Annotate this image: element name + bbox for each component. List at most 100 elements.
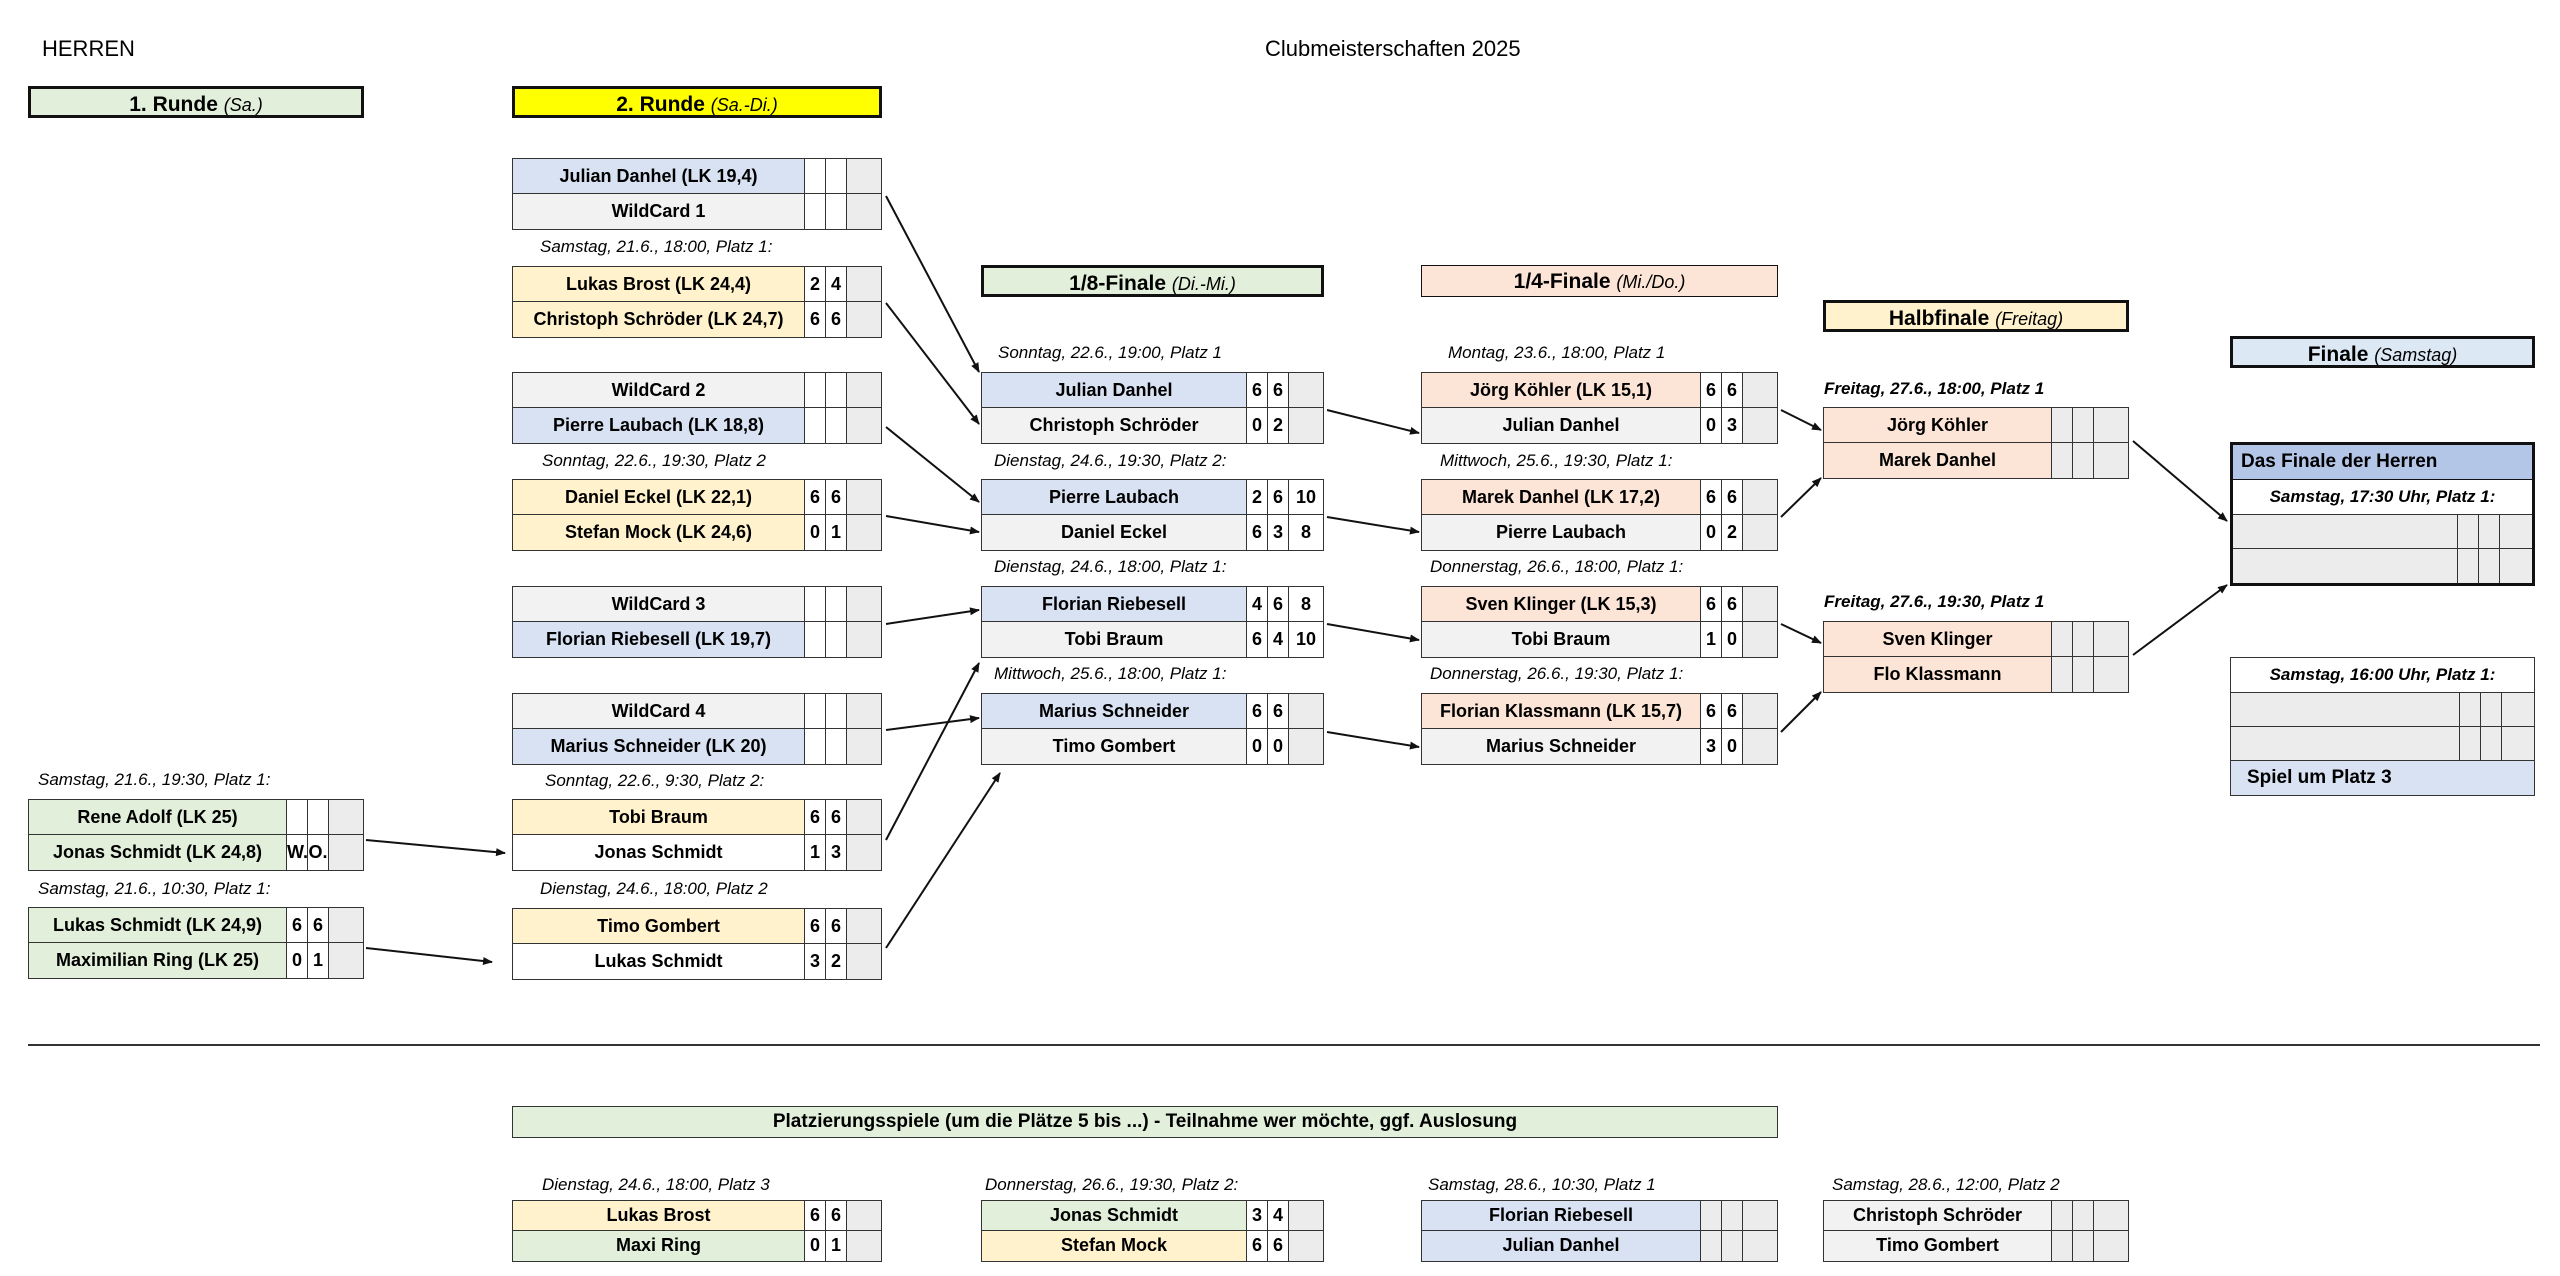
score: [2094, 622, 2128, 656]
score: 6: [826, 909, 847, 943]
arrow: [885, 302, 980, 425]
score: 0: [1722, 622, 1743, 657]
score: 0: [1701, 515, 1722, 550]
third-place-box[interactable]: Samstag, 16:00 Uhr, Platz 1: Spiel um Pl…: [2230, 657, 2535, 796]
match-r2-6[interactable]: WildCard 4 Marius Schneider (LK 20): [512, 693, 882, 765]
score: 6: [826, 1201, 847, 1230]
arrow: [2132, 440, 2228, 522]
score: 6: [805, 909, 826, 943]
placement-banner: Platzierungsspiele (um die Plätze 5 bis …: [512, 1106, 1778, 1138]
score: 6: [1722, 587, 1743, 621]
match-caption: Sonntag, 22.6., 19:00, Platz 1: [998, 343, 1222, 362]
score: 6: [826, 480, 847, 514]
score: 6: [1722, 694, 1743, 728]
match-r2-5[interactable]: WildCard 3 Florian Riebesell (LK 19,7): [512, 586, 882, 658]
score: [2052, 622, 2073, 656]
score: [2481, 693, 2502, 726]
score: [1289, 729, 1323, 764]
match-r2-1[interactable]: Julian Danhel (LK 19,4) WildCard 1: [512, 158, 882, 230]
player-name: Christoph Schröder: [1824, 1201, 2052, 1230]
arrow: [365, 947, 493, 965]
score: 10: [1289, 480, 1323, 514]
score: 6: [1268, 1231, 1289, 1261]
score: 1: [805, 835, 826, 870]
player-name: WildCard 3: [513, 587, 805, 621]
match-caption: Donnerstag, 26.6., 19:30, Platz 1:: [1430, 664, 1684, 683]
score: 6: [1268, 694, 1289, 728]
round-name: Finale: [2307, 343, 2369, 366]
round-header-r16: 1/8-Finale (Di.-Mi.): [981, 265, 1324, 297]
score: [805, 194, 826, 229]
match-r1-1[interactable]: Rene Adolf (LK 25) Jonas Schmidt (LK 24,…: [28, 799, 364, 871]
arrow: [1326, 731, 1420, 750]
round-days: (Di.-Mi.): [1171, 274, 1236, 294]
placement-match-4[interactable]: Christoph Schröder Timo Gombert: [1823, 1200, 2129, 1262]
score: [826, 587, 847, 621]
score: [2094, 408, 2128, 442]
score: [805, 729, 826, 764]
score: [826, 622, 847, 657]
score: 4: [1247, 587, 1268, 621]
arrow: [885, 195, 980, 373]
score: 6: [308, 908, 329, 942]
match-semi-2[interactable]: Sven Klinger Flo Klassmann: [1823, 621, 2129, 693]
player-name: Jonas Schmidt: [513, 835, 805, 870]
match-caption: Dienstag, 24.6., 18:00, Platz 1:: [994, 557, 1227, 576]
arrow: [1326, 516, 1420, 535]
score: 4: [826, 267, 847, 301]
score: [2052, 1201, 2073, 1230]
player-name: Christoph Schröder (LK 24,7): [513, 302, 805, 337]
score: [1743, 408, 1777, 443]
match-semi-1[interactable]: Jörg Köhler Marek Danhel: [1823, 407, 2129, 479]
match-caption: Sonntag, 22.6., 9:30, Platz 2:: [545, 771, 765, 790]
score: 3: [1722, 408, 1743, 443]
round-name: Halbfinale: [1888, 307, 1990, 330]
score: [2073, 622, 2094, 656]
placement-match-3[interactable]: Florian Riebesell Julian Danhel: [1421, 1200, 1778, 1262]
third-caption: Samstag, 16:00 Uhr, Platz 1:: [2231, 658, 2534, 693]
player-name: Flo Klassmann: [1824, 657, 2052, 692]
match-r2-3[interactable]: WildCard 2 Pierre Laubach (LK 18,8): [512, 372, 882, 444]
score: 3: [805, 944, 826, 979]
score: [847, 944, 881, 979]
page-title: Clubmeisterschaften 2025: [1265, 36, 1521, 61]
final-box[interactable]: Das Finale der Herren Samstag, 17:30 Uhr…: [2230, 442, 2535, 586]
score: 0: [287, 943, 308, 978]
match-caption: Mittwoch, 25.6., 18:00, Platz 1:: [994, 664, 1227, 683]
score: 3: [1268, 515, 1289, 550]
player-name: Jörg Köhler (LK 15,1): [1422, 373, 1701, 407]
player-name: Lukas Schmidt: [513, 944, 805, 979]
match-caption: Montag, 23.6., 18:00, Platz 1: [1448, 343, 1666, 362]
score: 1: [826, 1231, 847, 1261]
score: [329, 835, 363, 870]
score: [847, 587, 881, 621]
score: [847, 267, 881, 301]
score: 6: [1247, 515, 1268, 550]
score: [2500, 515, 2532, 548]
score: [1289, 373, 1323, 407]
player-name: Florian Riebesell: [1422, 1201, 1701, 1230]
score: [2094, 1231, 2128, 1261]
score: [1743, 1231, 1777, 1261]
score: [2460, 727, 2481, 760]
score: 6: [1701, 587, 1722, 621]
match-caption: Dienstag, 24.6., 18:00, Platz 3: [542, 1175, 770, 1194]
match-caption: Samstag, 21.6., 19:30, Platz 1:: [38, 770, 271, 789]
final-title: Das Finale der Herren: [2233, 445, 2532, 480]
score: [329, 800, 363, 834]
